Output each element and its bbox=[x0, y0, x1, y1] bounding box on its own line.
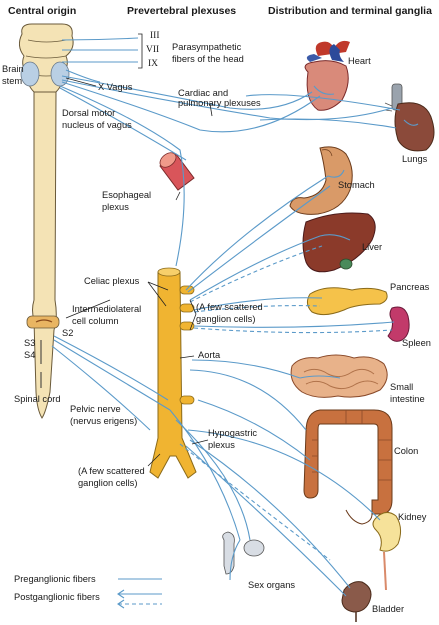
label-s4: S4 bbox=[24, 350, 35, 360]
label-stem: stem bbox=[2, 76, 22, 86]
label-x-vagus: X Vagus bbox=[98, 82, 133, 92]
label-cn-iii: III bbox=[150, 31, 160, 41]
label-parasym-2: fibers of the head bbox=[172, 54, 244, 64]
label-brain: Brain bbox=[2, 64, 24, 74]
label-celiac: Celiac plexus bbox=[84, 276, 140, 286]
kidney bbox=[372, 512, 402, 591]
legend-preganglionic-label: Preganglionic fibers bbox=[14, 574, 96, 584]
label-cardiac-2: pulmonary plexuses bbox=[178, 98, 261, 108]
label-sex-organs: Sex organs bbox=[248, 580, 295, 590]
label-spleen: Spleen bbox=[402, 338, 431, 348]
label-kidney: Kidney bbox=[398, 512, 427, 522]
label-pelvic-2: (nervus erigens) bbox=[70, 416, 137, 426]
nerve-fibers bbox=[51, 37, 419, 597]
label-hypo-2: plexus bbox=[208, 440, 235, 450]
label-pancreas: Pancreas bbox=[390, 282, 430, 292]
heart bbox=[304, 40, 350, 111]
esophagus bbox=[159, 152, 195, 191]
pancreas bbox=[306, 287, 388, 316]
legend-postganglionic-dashed-arrow bbox=[117, 599, 125, 609]
header-distribution: Distribution and terminal ganglia bbox=[268, 5, 432, 17]
legend: Preganglionic fibers Postganglionic fibe… bbox=[14, 574, 162, 609]
label-esoph-2: plexus bbox=[102, 202, 129, 212]
header-central-origin: Central origin bbox=[8, 5, 76, 17]
leader-lines bbox=[65, 33, 213, 467]
header-prevertebral: Prevertebral plexuses bbox=[127, 5, 236, 17]
brain-stem bbox=[18, 23, 74, 93]
lungs bbox=[384, 83, 435, 152]
label-dorsal-1: Dorsal motor bbox=[62, 108, 115, 118]
label-esoph-1: Esophageal bbox=[102, 190, 151, 200]
label-colon: Colon bbox=[394, 446, 418, 456]
label-aorta: Aorta bbox=[198, 350, 221, 360]
label-scatter-1a: (A few scattered bbox=[196, 302, 263, 312]
stomach bbox=[289, 146, 353, 215]
label-s3: S3 bbox=[24, 338, 35, 348]
label-dorsal-2: nucleus of vagus bbox=[62, 120, 132, 130]
label-hypo-1: Hypogastric bbox=[208, 428, 257, 438]
label-s2: S2 bbox=[62, 328, 73, 338]
label-cn-vii: VII bbox=[146, 45, 159, 55]
label-scatter-2b: ganglion cells) bbox=[78, 478, 137, 488]
label-inter-1: Intermediolateral bbox=[72, 304, 141, 314]
label-heart: Heart bbox=[348, 56, 371, 66]
label-pelvic-1: Pelvic nerve bbox=[70, 404, 121, 414]
label-scatter-2a: (A few scattered bbox=[78, 466, 145, 476]
liver bbox=[302, 212, 376, 273]
sacral-segment bbox=[26, 315, 60, 329]
label-scatter-1b: ganglion cells) bbox=[196, 314, 255, 324]
label-cn-ix: IX bbox=[148, 59, 158, 69]
small-intestine bbox=[290, 354, 388, 398]
label-inter-2: cell column bbox=[72, 316, 119, 326]
legend-postganglionic-label: Postganglionic fibers bbox=[14, 592, 100, 602]
label-cardiac-1: Cardiac and bbox=[178, 88, 228, 98]
label-spinal-cord: Spinal cord bbox=[14, 394, 61, 404]
sex-organs bbox=[222, 531, 265, 575]
label-lungs: Lungs bbox=[402, 154, 428, 164]
label-liver: Liver bbox=[362, 242, 382, 252]
label-stomach: Stomach bbox=[338, 180, 375, 190]
spleen bbox=[387, 306, 410, 342]
dorsal-motor-nucleus bbox=[50, 61, 70, 87]
legend-postganglionic-arrow bbox=[117, 589, 125, 599]
label-small-2: intestine bbox=[390, 394, 425, 404]
aorta bbox=[149, 267, 197, 479]
left-nucleus bbox=[20, 61, 40, 87]
label-parasym-1: Parasympathetic bbox=[172, 42, 242, 52]
label-bladder: Bladder bbox=[372, 604, 404, 614]
colon bbox=[303, 409, 393, 525]
spinal-cord bbox=[26, 91, 60, 419]
bladder bbox=[341, 581, 372, 622]
label-small-1: Small bbox=[390, 382, 413, 392]
